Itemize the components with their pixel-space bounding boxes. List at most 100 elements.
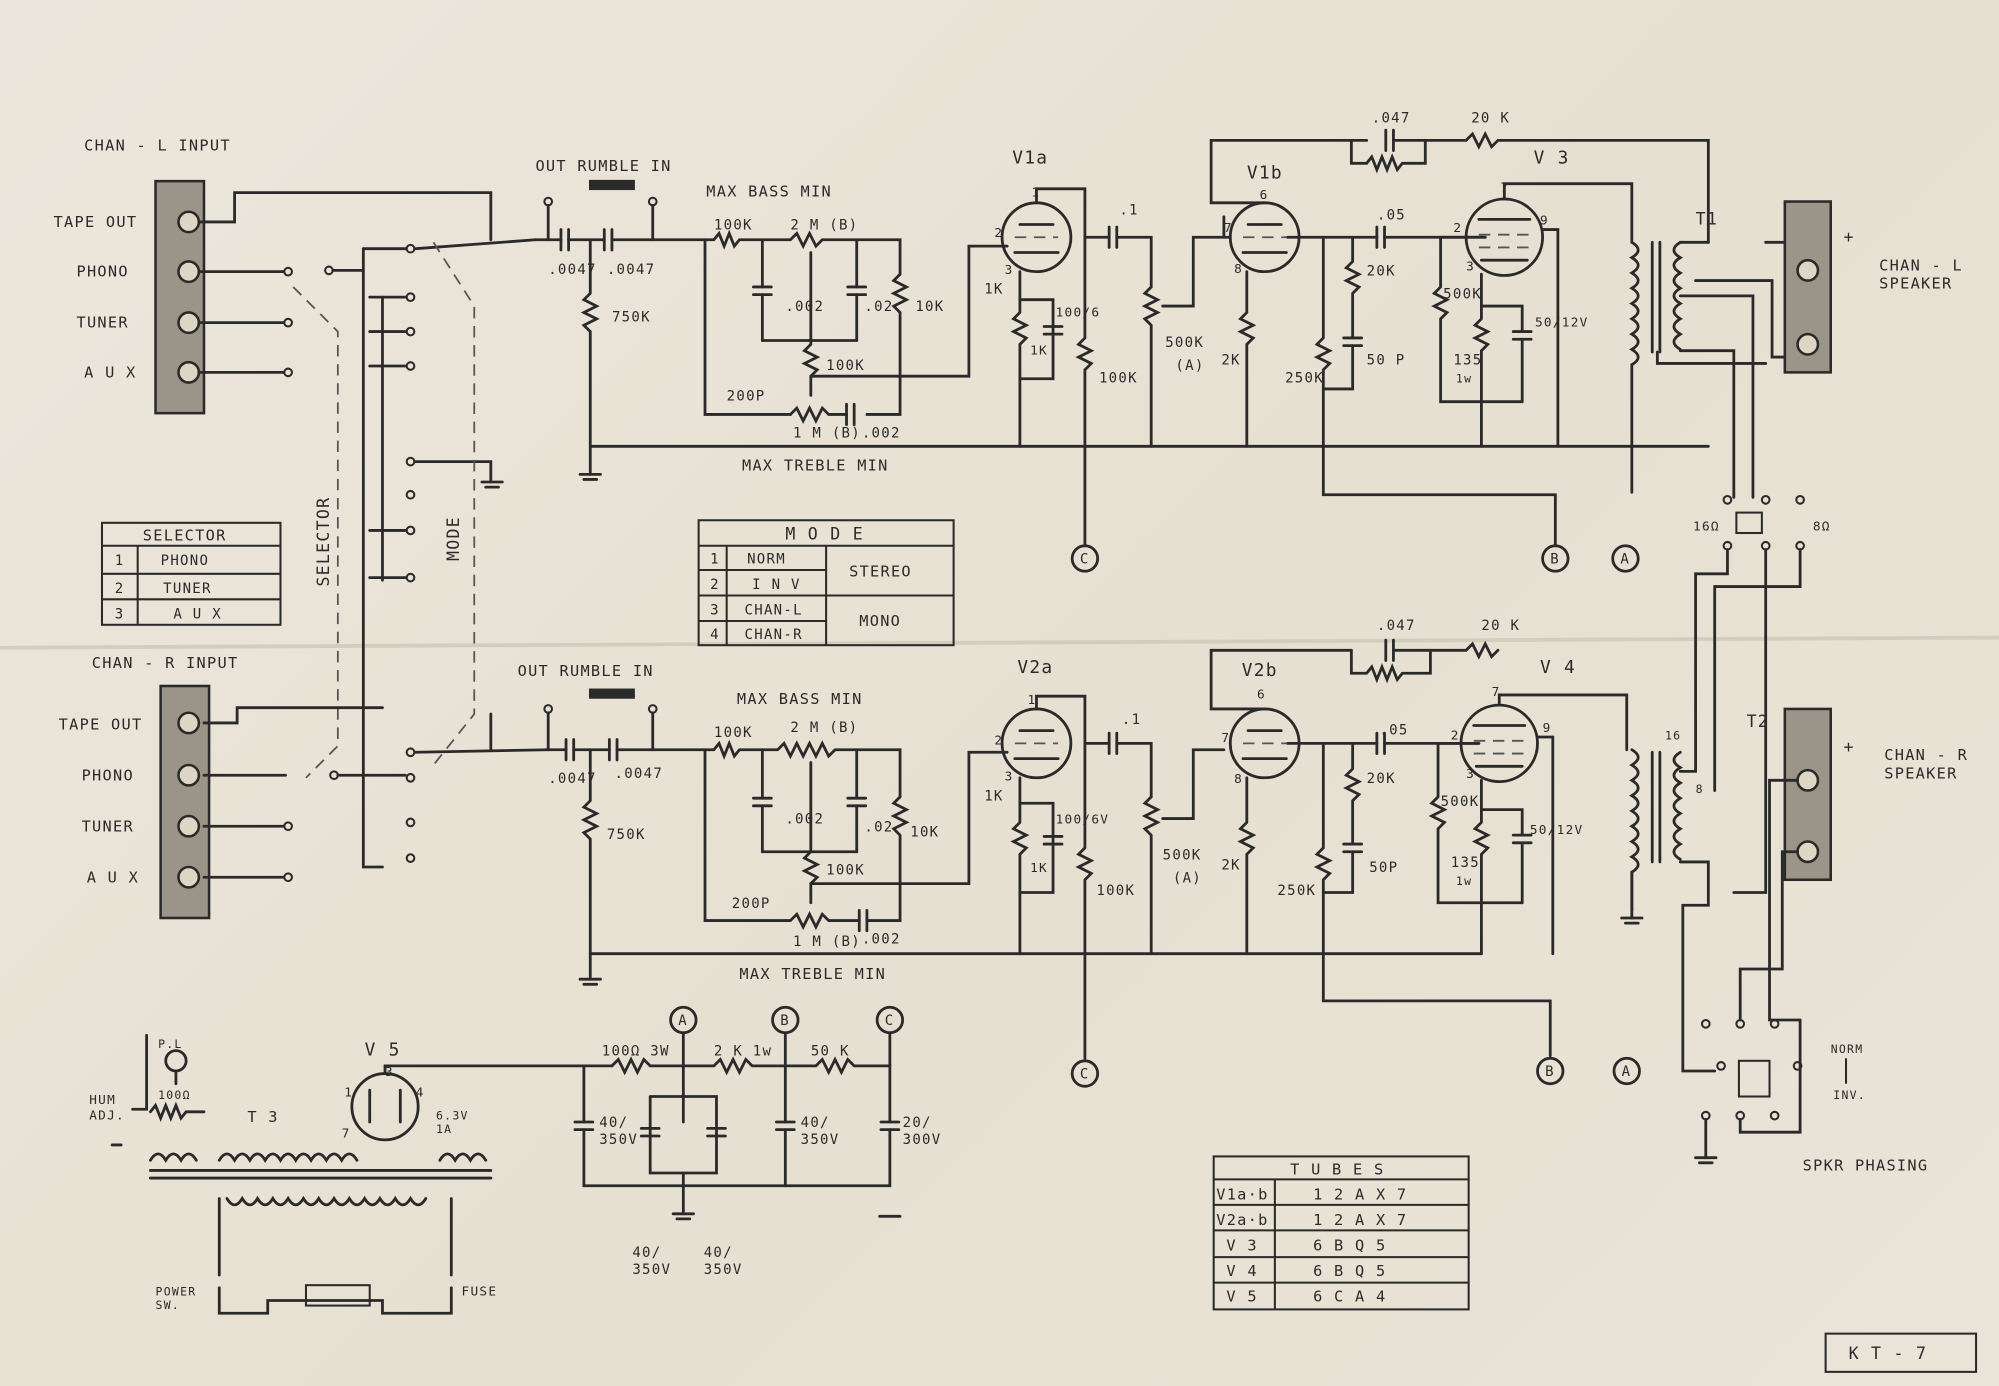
svg-text:MAX TREBLE MIN: MAX TREBLE MIN: [739, 965, 886, 983]
svg-text:+: +: [1843, 737, 1854, 756]
svg-text:100K: 100K: [826, 358, 865, 374]
svg-text:.002: .002: [785, 299, 824, 315]
chan-l-tuner-jack: [177, 311, 201, 335]
chan-r-phono-label: PHONO: [82, 766, 134, 784]
svg-text:MAX BASS MIN: MAX BASS MIN: [737, 690, 863, 708]
svg-text:1K: 1K: [1030, 344, 1048, 359]
svg-text:100K: 100K: [1096, 883, 1135, 899]
svg-text:A: A: [678, 1013, 688, 1029]
chan-r-aux-jack: [177, 865, 201, 889]
svg-text:7: 7: [1224, 221, 1233, 236]
svg-text:8Ω: 8Ω: [1813, 519, 1831, 534]
svg-text:2K: 2K: [1221, 858, 1240, 874]
svg-text:4: 4: [416, 1085, 425, 1100]
svg-text:B: B: [1545, 1064, 1555, 1080]
svg-text:V 4: V 4: [1226, 1262, 1257, 1280]
svg-text:MONO: MONO: [859, 612, 901, 630]
svg-text:.1: .1: [1119, 202, 1138, 218]
svg-text:2 M (B): 2 M (B): [790, 218, 858, 234]
chan-r-input-panel: CHAN - R INPUT TAPE OUT PHONO TUNER A U …: [59, 654, 237, 920]
svg-text:V 5: V 5: [1226, 1288, 1257, 1306]
svg-text:.0047: .0047: [548, 262, 597, 278]
model-number: K T - 7: [1849, 1344, 1928, 1363]
svg-text:100K: 100K: [1099, 371, 1138, 387]
svg-text:250K: 250K: [1277, 883, 1316, 899]
svg-text:20 K: 20 K: [1481, 618, 1520, 634]
svg-text:40/350V: 40/350V: [599, 1115, 638, 1148]
svg-text:1: 1: [710, 552, 720, 568]
svg-text:A: A: [1620, 552, 1630, 568]
svg-text:6: 6: [1257, 688, 1266, 703]
svg-text:SELECTOR: SELECTOR: [143, 527, 227, 545]
svg-text:7: 7: [342, 1126, 351, 1141]
svg-text:20/300V: 20/300V: [903, 1115, 942, 1148]
svg-text:.05: .05: [1377, 207, 1406, 223]
chan-l-aux-label: A U X: [84, 363, 136, 381]
svg-text:V1b: V1b: [1247, 163, 1283, 184]
svg-text:50 P: 50 P: [1367, 353, 1406, 369]
model-box: K T - 7: [1824, 1332, 1978, 1373]
chan-r-tape-out-jack: [177, 711, 201, 735]
svg-text:16Ω: 16Ω: [1693, 519, 1720, 534]
svg-text:.002: .002: [862, 425, 901, 441]
chan-r-tape-out-label: TAPE OUT: [59, 715, 143, 733]
svg-text:CHAN-L: CHAN-L: [745, 603, 803, 619]
svg-text:100Ω 3W: 100Ω 3W: [602, 1044, 670, 1060]
svg-text:3: 3: [385, 1065, 394, 1080]
svg-text:1: 1: [1028, 693, 1037, 708]
svg-text:.02: .02: [864, 299, 893, 315]
chan-l-tuner-label: TUNER: [76, 314, 128, 332]
svg-text:V 5: V 5: [365, 1040, 401, 1061]
svg-text:V1a·b: V1a·b: [1216, 1186, 1268, 1204]
svg-text:.047: .047: [1372, 110, 1411, 126]
svg-text:CHAN-R: CHAN-R: [745, 627, 803, 643]
svg-text:50P: 50P: [1369, 860, 1398, 876]
svg-text:.047: .047: [1377, 618, 1416, 634]
svg-text:2: 2: [1451, 729, 1460, 744]
svg-text:.002: .002: [785, 812, 824, 828]
svg-text:135: 135: [1451, 855, 1480, 871]
svg-text:1 M (B): 1 M (B): [793, 934, 861, 950]
svg-text:100K: 100K: [714, 218, 753, 234]
svg-text:3: 3: [1005, 263, 1014, 278]
svg-text:.002: .002: [862, 932, 901, 948]
svg-text:.05: .05: [1379, 722, 1408, 738]
svg-text:10K: 10K: [915, 299, 944, 315]
switch-wiring: SELECTOR MODE: [197, 191, 550, 883]
svg-text:V2b: V2b: [1242, 660, 1278, 681]
selector-table: SELECTOR 1 PHONO 2 TUNER 3 A U X: [100, 521, 282, 626]
svg-text:NORM: NORM: [1831, 1042, 1864, 1056]
svg-text:M O D E: M O D E: [785, 524, 864, 543]
svg-text:NORM: NORM: [747, 552, 786, 568]
tube-v5: [350, 1072, 420, 1142]
svg-text:2: 2: [710, 577, 720, 593]
svg-text:T1: T1: [1696, 209, 1719, 228]
svg-text:6: 6: [1260, 188, 1269, 203]
svg-text:8: 8: [1696, 782, 1704, 796]
rumble-switch-l-label: OUT RUMBLE IN: [535, 157, 671, 175]
svg-text:20 K: 20 K: [1471, 110, 1510, 126]
svg-text:T2: T2: [1747, 712, 1770, 731]
svg-text:V 4: V 4: [1540, 657, 1576, 678]
tubes-table: T U B E S V1a·b 1 2 A X 7 V2a·b 1 2 A X …: [1212, 1155, 1470, 1311]
svg-text:1K: 1K: [984, 281, 1003, 297]
chan-r-tuner-label: TUNER: [82, 817, 134, 835]
svg-text:B: B: [780, 1013, 790, 1029]
svg-text:(A): (A): [1175, 358, 1204, 374]
selector-switch-label: SELECTOR: [314, 497, 333, 587]
svg-text:MAX BASS MIN: MAX BASS MIN: [706, 182, 832, 200]
svg-text:4: 4: [710, 627, 720, 643]
speaker-phasing-label: SPKR PHASING: [1803, 1156, 1929, 1174]
svg-text:200P: 200P: [732, 896, 771, 912]
svg-text:6 B Q 5: 6 B Q 5: [1313, 1237, 1386, 1255]
mode-switch-label: MODE: [444, 516, 463, 561]
svg-text:V1a: V1a: [1012, 147, 1048, 168]
chan-l-tape-out-jack: [177, 210, 201, 234]
svg-text:50/12V: 50/12V: [1530, 823, 1584, 838]
svg-text:750K: 750K: [612, 309, 651, 325]
svg-text:1 2 A X 7: 1 2 A X 7: [1313, 1211, 1407, 1229]
svg-text:2: 2: [115, 581, 125, 597]
chan-l-phono-jack: [177, 260, 201, 284]
